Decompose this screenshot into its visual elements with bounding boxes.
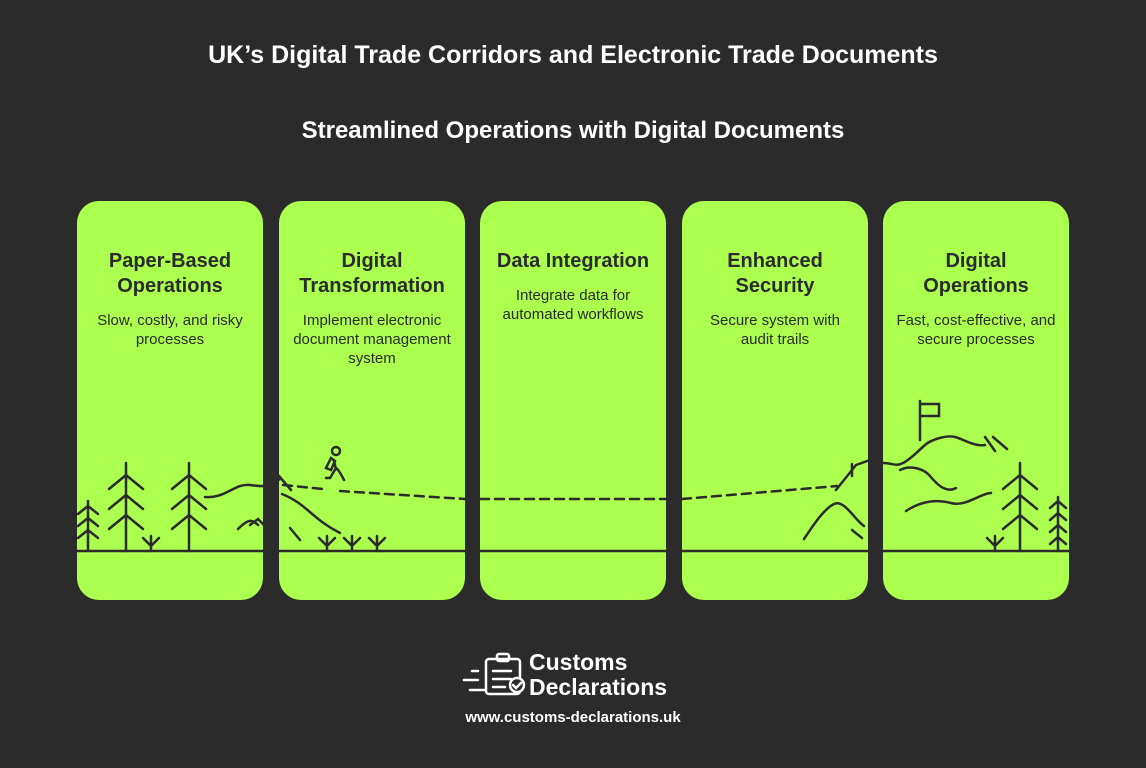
page-subtitle: Streamlined Operations with Digital Docu… [301,117,845,144]
website-url[interactable]: www.customs-declarations.uk [465,709,681,726]
stage-text: Integrate data for automated workflows [502,287,644,323]
brand-line2: Declarations [529,674,668,700]
brand-line1: Customs [529,649,628,675]
page-title: UK’s Digital Trade Corridors and Electro… [208,41,938,69]
stage-title: Enhanced Security [727,250,823,297]
stage-title: Paper-Based Operations [108,250,232,297]
stage-text: Slow, costly, and risky processes [97,312,243,348]
stage-text: Implement electronic document management… [293,312,451,367]
clipboard-logo-icon [462,652,526,696]
stage-text: Secure system with audit trails [709,312,841,348]
stage-title: Digital Transformation [299,250,445,297]
stage-text: Fast, cost-effective, and secure process… [896,312,1056,348]
stage-title: Digital Operations [923,250,1029,297]
stage-title: Data Integration [496,250,650,272]
